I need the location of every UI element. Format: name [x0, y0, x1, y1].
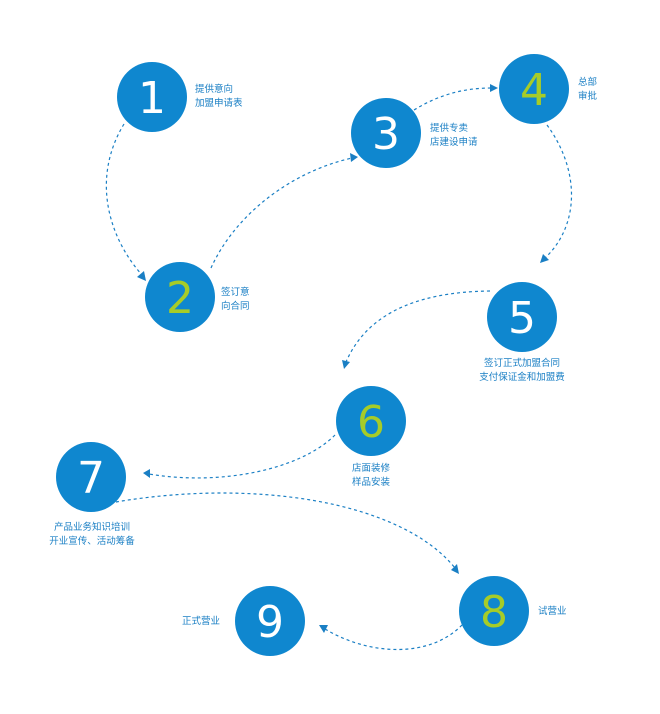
- step-7-number: 7: [77, 453, 105, 504]
- step-7: 7 产品业务知识培训 开业宣传、活动筹备: [49, 442, 135, 547]
- arrowhead-7: [143, 469, 150, 478]
- connector-2-3: [210, 157, 353, 269]
- step-5-label-line-1: 签订正式加盟合同: [484, 357, 560, 369]
- step-3-circle: [351, 98, 421, 168]
- arrowhead-6: [342, 360, 350, 369]
- step-7-circle: [56, 442, 126, 512]
- step-7-label-line-1: 产品业务知识培训: [54, 521, 130, 533]
- step-3-label-line-2: 店建设申请: [430, 136, 478, 148]
- arrowhead-3: [350, 153, 358, 162]
- step-8-label-line-1: 试营业: [538, 605, 567, 617]
- step-6: 6 店面装修 样品安装: [336, 386, 406, 488]
- connector-8-9: [324, 624, 463, 651]
- step-9-label-line-1: 正式营业: [182, 615, 220, 627]
- connector-3-4: [413, 87, 493, 111]
- step-2-circle: [145, 262, 215, 332]
- connector-7-8: [109, 492, 456, 569]
- step-6-number: 6: [357, 397, 385, 448]
- step-8-number: 8: [480, 587, 508, 638]
- connector-1-2: [105, 123, 144, 277]
- arrowhead-9: [319, 625, 328, 633]
- arrowhead-5: [540, 254, 549, 263]
- step-1-label-line-1: 提供意向: [195, 83, 233, 95]
- step-5: 5 签订正式加盟合同 支付保证金和加盟费: [479, 282, 565, 383]
- step-9-circle: [235, 586, 305, 656]
- step-3: 3 提供专卖 店建设申请: [351, 98, 478, 168]
- step-5-number: 5: [508, 293, 536, 344]
- step-3-number: 3: [372, 109, 400, 160]
- step-2-number: 2: [166, 273, 194, 324]
- step-3-label-line-1: 提供专卖: [430, 122, 468, 134]
- step-1-number: 1: [138, 73, 166, 124]
- step-5-label-line-2: 支付保证金和加盟费: [479, 371, 565, 383]
- step-8-circle: [459, 576, 529, 646]
- arrowhead-4: [490, 84, 498, 92]
- step-1: 1 提供意向 加盟申请表: [117, 62, 243, 132]
- connector-6-7: [148, 434, 336, 479]
- connector-5-6: [345, 290, 491, 363]
- step-4-label-line-2: 审批: [578, 90, 598, 102]
- step-4-number: 4: [520, 65, 548, 116]
- step-2-label-line-1: 签订意: [221, 286, 250, 298]
- connectors: [105, 84, 573, 651]
- step-9-number: 9: [256, 597, 284, 648]
- step-2-label-line-2: 向合同: [221, 300, 250, 312]
- step-7-label-line-2: 开业宣传、活动筹备: [49, 535, 135, 547]
- step-6-label-line-1: 店面装修: [352, 462, 391, 474]
- step-8: 8 试营业: [459, 576, 567, 646]
- step-4: 4 总部 审批: [499, 54, 598, 124]
- step-1-label-line-2: 加盟申请表: [195, 97, 243, 109]
- step-5-circle: [487, 282, 557, 352]
- step-6-circle: [336, 386, 406, 456]
- arrowhead-2: [137, 271, 146, 281]
- step-1-circle: [117, 62, 187, 132]
- step-4-label-line-1: 总部: [578, 76, 597, 88]
- step-2: 2 签订意 向合同: [145, 262, 250, 332]
- step-4-circle: [499, 54, 569, 124]
- step-9: 9 正式营业: [182, 586, 305, 656]
- step-6-label-line-2: 样品安装: [352, 476, 391, 488]
- arrowhead-8: [451, 564, 459, 574]
- connector-4-5: [544, 124, 573, 259]
